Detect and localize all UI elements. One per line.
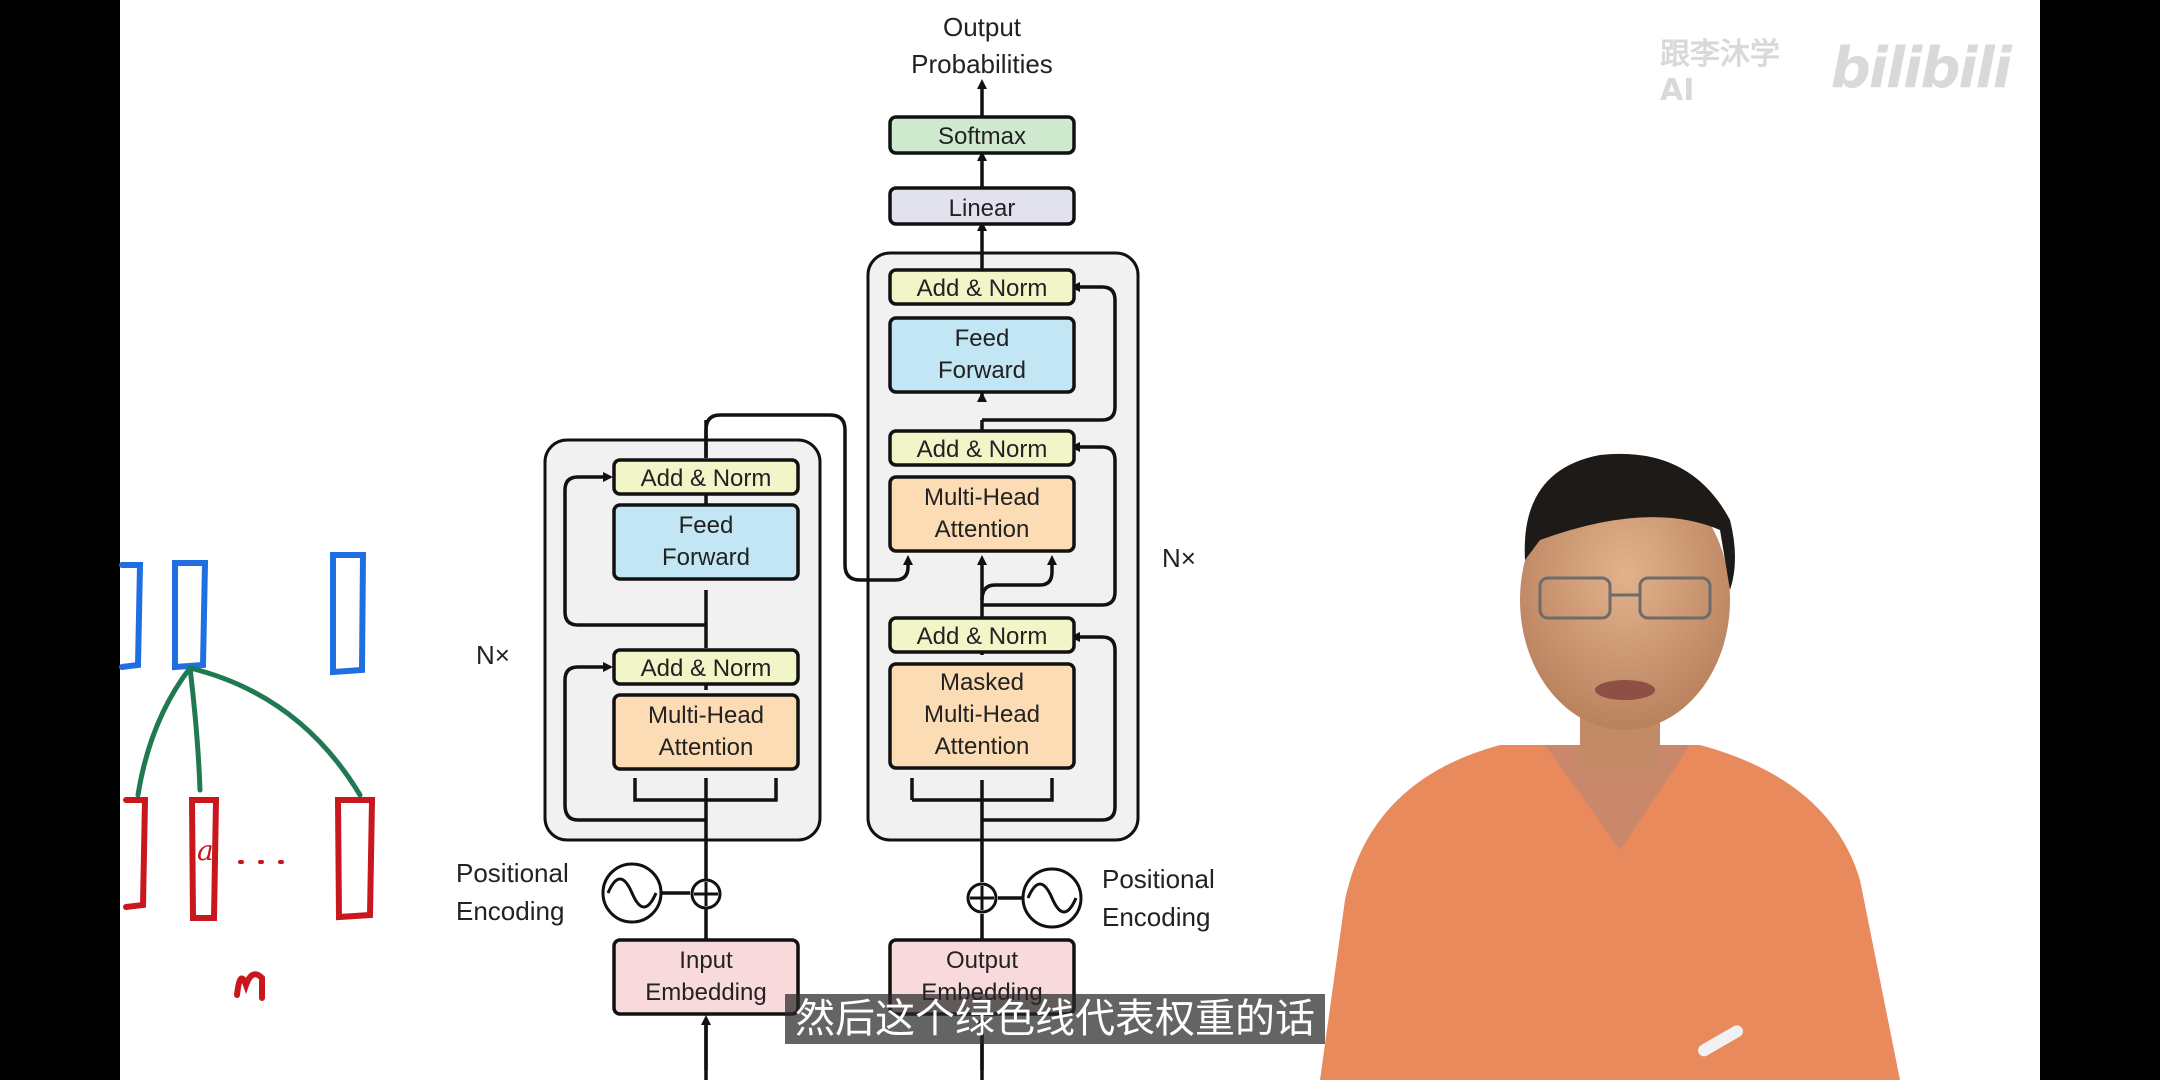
- encoder-attention-line1: Multi-Head: [648, 702, 764, 729]
- encoder-add-norm-top: [612, 458, 800, 496]
- output-embedding-line1: Output: [946, 947, 1018, 974]
- positional-encoding-right-icon: [1021, 867, 1083, 929]
- handwritten-sketch: a: [119, 552, 376, 1001]
- encoder-add-norm-top-label: Add & Norm: [641, 465, 772, 492]
- video-subtitle: 然后这个绿色线代表权重的话: [785, 994, 1325, 1044]
- bilibili-logo: bilibili: [1830, 35, 2012, 101]
- decoder-masked-line2: Multi-Head: [924, 701, 1040, 728]
- letterbox-right: [2040, 0, 2160, 1080]
- decoder-masked-attention-box: [888, 662, 1076, 770]
- decoder-add-norm-mid: [888, 429, 1076, 467]
- positional-right-line2: Encoding: [1102, 902, 1210, 932]
- decoder-attention-line1: Multi-Head: [924, 484, 1040, 511]
- decoder-add-norm-bottom: [888, 616, 1076, 654]
- decoder-attention-line2: Attention: [935, 516, 1030, 543]
- decoder-add-norm-bottom-label: Add & Norm: [917, 623, 1048, 650]
- linear-box: [888, 186, 1076, 226]
- encoder-feed-forward-line2: Forward: [662, 544, 750, 571]
- decoder-add-norm-mid-label: Add & Norm: [917, 436, 1048, 463]
- encoder-add-norm-bottom: [612, 648, 800, 686]
- svg-text:a: a: [197, 834, 214, 867]
- decoder-attention-box: [888, 475, 1076, 553]
- nx-encoder-label: N×: [476, 640, 510, 670]
- linear-label: Linear: [949, 195, 1016, 222]
- softmax-box: [888, 115, 1076, 155]
- decoder-feed-forward-line1: Feed: [955, 325, 1010, 352]
- output-title-line1: Output: [943, 12, 1022, 42]
- positional-left-line2: Encoding: [456, 896, 564, 926]
- decoder-masked-line1: Masked: [940, 669, 1024, 696]
- watermark-text: 跟李沐学AI: [1660, 36, 1780, 108]
- handwritten-n-label: n: [215, 939, 216, 941]
- bilibili-watermark: 跟李沐学AI bilibili: [1660, 35, 2012, 108]
- nx-decoder-label: N×: [1162, 543, 1196, 573]
- decoder-add-norm-top-label: Add & Norm: [917, 275, 1048, 302]
- presenter-figure: [1320, 453, 1900, 1080]
- positional-right-line1: Positional: [1102, 864, 1215, 894]
- encoder-feed-forward-line1: Feed: [679, 512, 734, 539]
- decoder-masked-line3: Attention: [935, 733, 1030, 760]
- decoder-feed-forward-box: [888, 316, 1076, 394]
- decoder-add-norm-top: [888, 268, 1076, 306]
- encoder-add-norm-bottom-label: Add & Norm: [641, 655, 772, 682]
- positional-encoding-left-icon: [601, 862, 663, 924]
- decoder-feed-forward-line2: Forward: [938, 357, 1026, 384]
- encoder-attention-line2: Attention: [659, 734, 754, 761]
- letterbox-left: [0, 0, 120, 1080]
- encoder-feed-forward-box: [612, 503, 800, 581]
- input-embedding-box: [612, 938, 800, 1016]
- input-embedding-line1: Input: [679, 947, 733, 974]
- softmax-label: Softmax: [938, 123, 1026, 150]
- encoder-attention-box: [612, 693, 800, 771]
- input-embedding-line2: Embedding: [645, 979, 766, 1006]
- positional-left-line1: Positional: [456, 858, 569, 888]
- output-title-line2: Probabilities: [911, 49, 1053, 79]
- encoder-block: [543, 438, 822, 842]
